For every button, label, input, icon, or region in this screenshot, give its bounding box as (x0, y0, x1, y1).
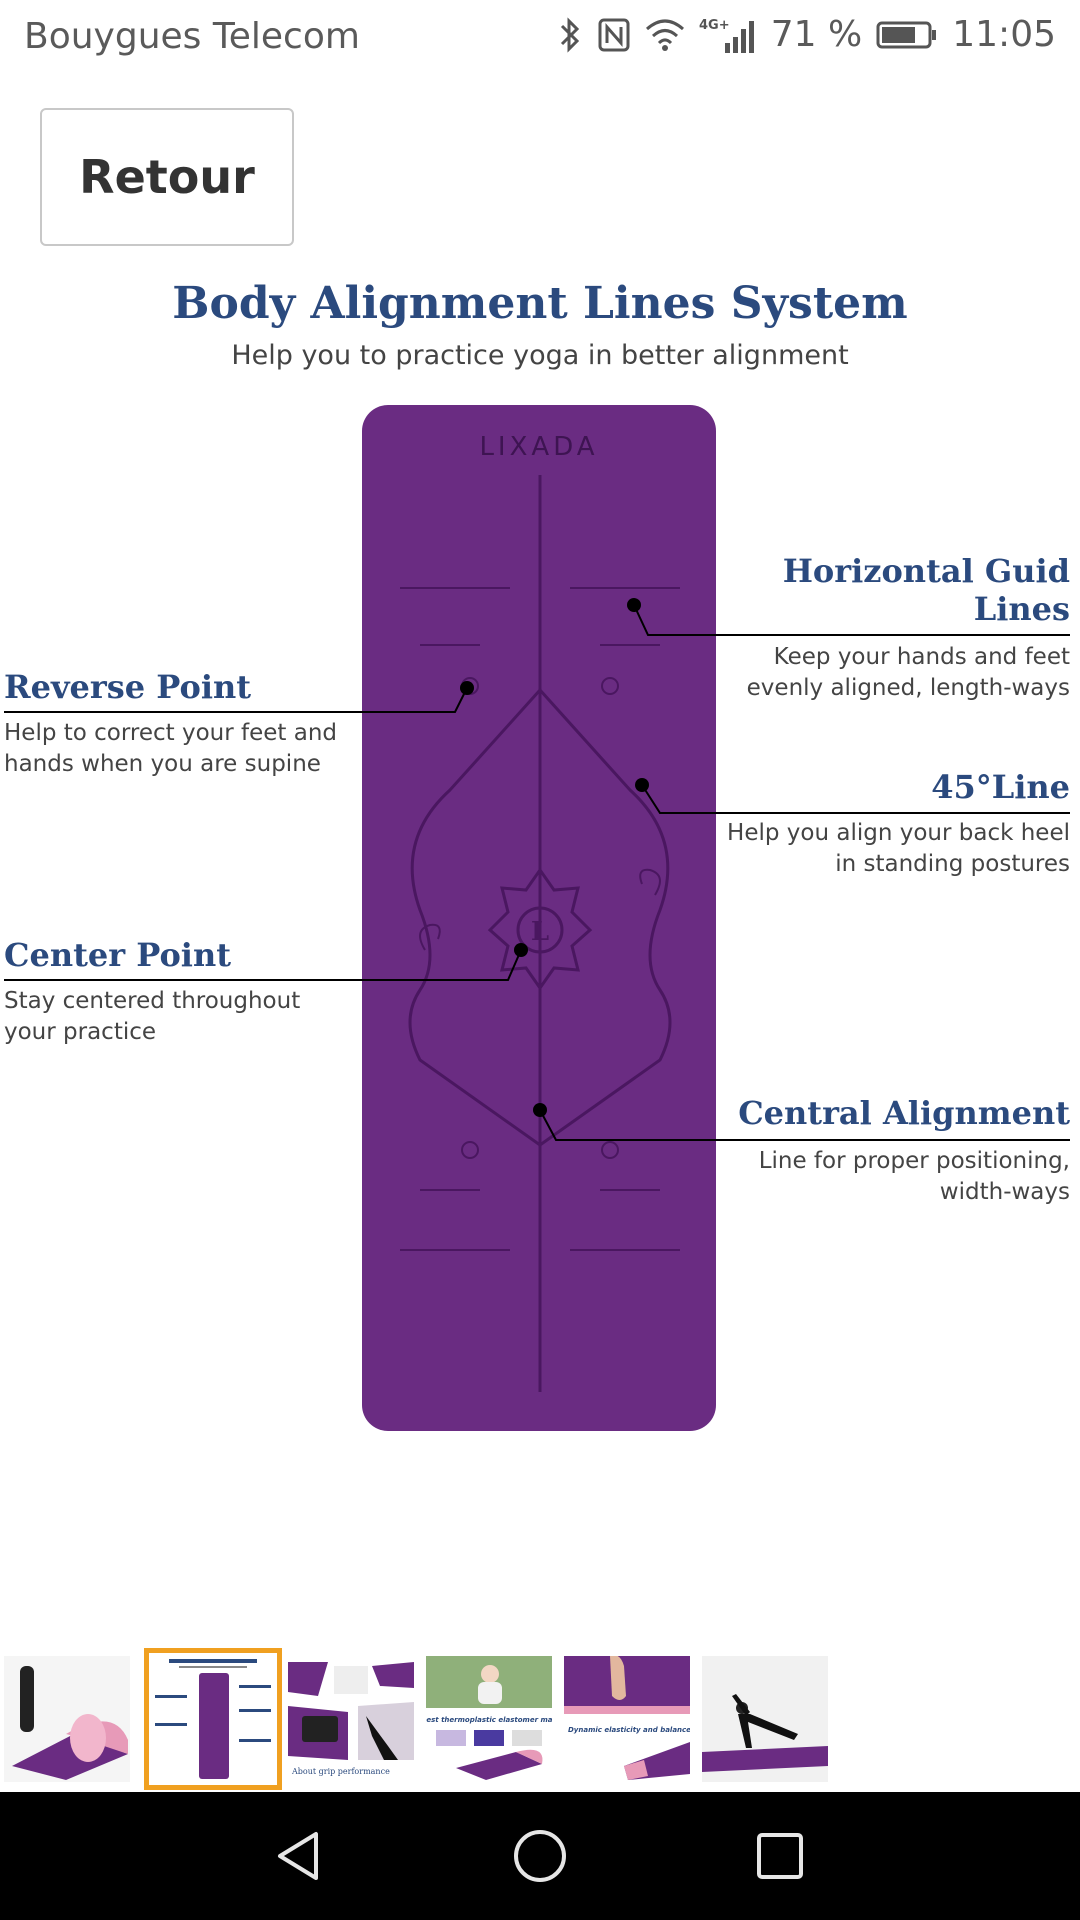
mat-brand-logo: LIXADA (479, 432, 598, 462)
callout-45-desc-line1: Help you align your back heel (727, 820, 1070, 846)
callout-45-desc: Help you align your back heel in standin… (727, 818, 1070, 880)
thumbnail-strip: About grip performance The best thermopl… (0, 1648, 1080, 1790)
callout-reverse-title: Reverse Point (4, 668, 252, 706)
callout-horizontal-desc-line1: Keep your hands and feet (773, 644, 1070, 670)
thumbnail-elasticity-caption: Dynamic elasticity and balance (568, 1726, 690, 1734)
center-mandala-icon: L (487, 867, 593, 991)
callout-center-desc: Stay centered throughout your practice (4, 986, 300, 1048)
callout-central-desc-line1: Line for proper positioning, (758, 1148, 1070, 1174)
callout-45-title: 45°Line (931, 768, 1070, 806)
thumbnail-alignment-lines[interactable] (144, 1648, 282, 1790)
status-icons: 4G+ 71 % 11:05 (557, 14, 1056, 55)
thumbnail-grip-caption: About grip performance (291, 1767, 390, 1776)
recents-nav-icon[interactable] (750, 1826, 810, 1886)
wifi-icon (645, 17, 685, 53)
callout-horizontal-title-line2: Lines (973, 590, 1070, 628)
svg-text:L: L (531, 917, 549, 947)
callout-reverse-desc-line1: Help to correct your feet and (4, 720, 338, 746)
bluetooth-icon (557, 16, 583, 53)
thumbnail-elasticity[interactable]: Dynamic elasticity and balance (564, 1656, 690, 1782)
thumbnail-mat-rolled[interactable] (4, 1656, 130, 1782)
callout-reverse-desc: Help to correct your feet and hands when… (4, 718, 337, 780)
callout-horizontal-title: Horizontal Guid Lines (783, 552, 1070, 628)
callout-horizontal-title-line1: Horizontal Guid (782, 552, 1070, 590)
thumbnail-tpe-caption: The best thermoplastic elastomer materia… (426, 1716, 552, 1724)
battery-icon (876, 20, 938, 50)
network-type: 4G+ (699, 18, 730, 33)
back-button[interactable]: Retour (40, 108, 294, 246)
status-bar: Bouygues Telecom 4G+ 71 % 1 (0, 0, 1080, 76)
back-nav-icon[interactable] (270, 1826, 330, 1886)
callout-45-desc-line2: in standing postures (835, 851, 1070, 877)
thumbnail-plank-pose[interactable] (702, 1656, 828, 1782)
callout-center-desc-line1: Stay centered throughout (4, 988, 301, 1014)
carrier-name: Bouygues Telecom (24, 16, 360, 57)
callout-central-desc: Line for proper positioning, width-ways (759, 1146, 1070, 1208)
callout-center-title: Center Point (4, 936, 231, 974)
callout-horizontal-desc-line2: evenly aligned, length-ways (746, 675, 1070, 701)
signal-icon: 4G+ (699, 15, 757, 55)
image-title: Body Alignment Lines System (172, 278, 908, 329)
callout-reverse-desc-line2: hands when you are supine (4, 751, 321, 777)
callout-central-title: Central Alignment (738, 1094, 1070, 1132)
yoga-mat-illustration: LIXADA L (4, 405, 1070, 1431)
navigation-bar (0, 1792, 1080, 1920)
product-image: Body Alignment Lines System Help you to … (0, 270, 1080, 1470)
thumbnail-tpe-material[interactable]: The best thermoplastic elastomer materia… (426, 1656, 552, 1782)
nfc-icon (597, 17, 631, 53)
callout-central-desc-line2: width-ways (939, 1179, 1070, 1205)
thumbnail-grip-performance[interactable]: About grip performance (288, 1656, 414, 1782)
clock: 11:05 (952, 14, 1056, 55)
callout-center-desc-line2: your practice (4, 1019, 157, 1045)
home-nav-icon[interactable] (510, 1826, 570, 1886)
callout-horizontal-desc: Keep your hands and feet evenly aligned,… (747, 642, 1070, 704)
battery-percent: 71 % (770, 14, 863, 55)
image-subtitle: Help you to practice yoga in better alig… (231, 340, 849, 371)
